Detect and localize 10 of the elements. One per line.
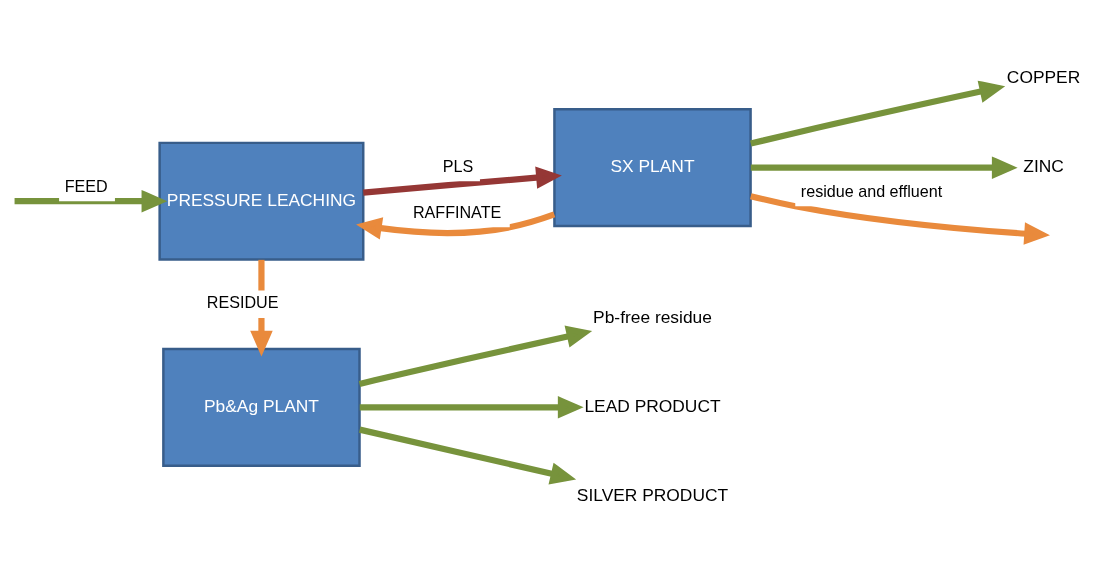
edge-label: PLS (442, 156, 474, 175)
edge-label: residue and effluent (800, 181, 943, 200)
edge-label: RAFFINATE (412, 202, 502, 221)
node-text: LEAD PRODUCT (584, 395, 721, 416)
node-text: COPPER (1006, 66, 1081, 87)
node-text: SILVER PRODUCT (576, 484, 729, 505)
edge-label: FEED (64, 176, 108, 195)
node-text: Pb-free residue (593, 306, 712, 327)
node-text: ZINC (1023, 155, 1064, 176)
edge-label: RESIDUE (206, 292, 279, 311)
